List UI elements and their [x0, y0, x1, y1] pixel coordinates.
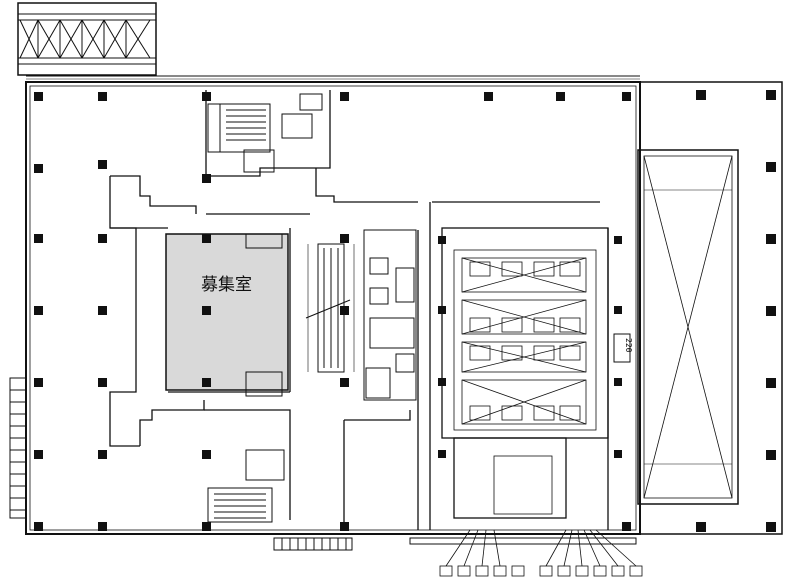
service-core — [363, 229, 417, 401]
dimension-marker: 220 — [613, 333, 633, 363]
columns — [34, 90, 776, 532]
right-annex — [637, 81, 783, 535]
interior-walls — [109, 90, 609, 530]
highlighted-room — [165, 233, 289, 391]
upper-stair — [207, 93, 323, 173]
highlighted-room-label: 募集室 — [201, 275, 252, 295]
bottom-fixtures — [439, 529, 643, 577]
dimension-label: 220 — [624, 338, 633, 353]
outer-walls — [25, 75, 641, 535]
lower-stair — [207, 233, 285, 523]
roof-truss-block — [17, 2, 157, 76]
bottom-entrance — [273, 537, 637, 551]
elevator-shafts — [461, 257, 587, 425]
left-balcony — [9, 377, 27, 519]
